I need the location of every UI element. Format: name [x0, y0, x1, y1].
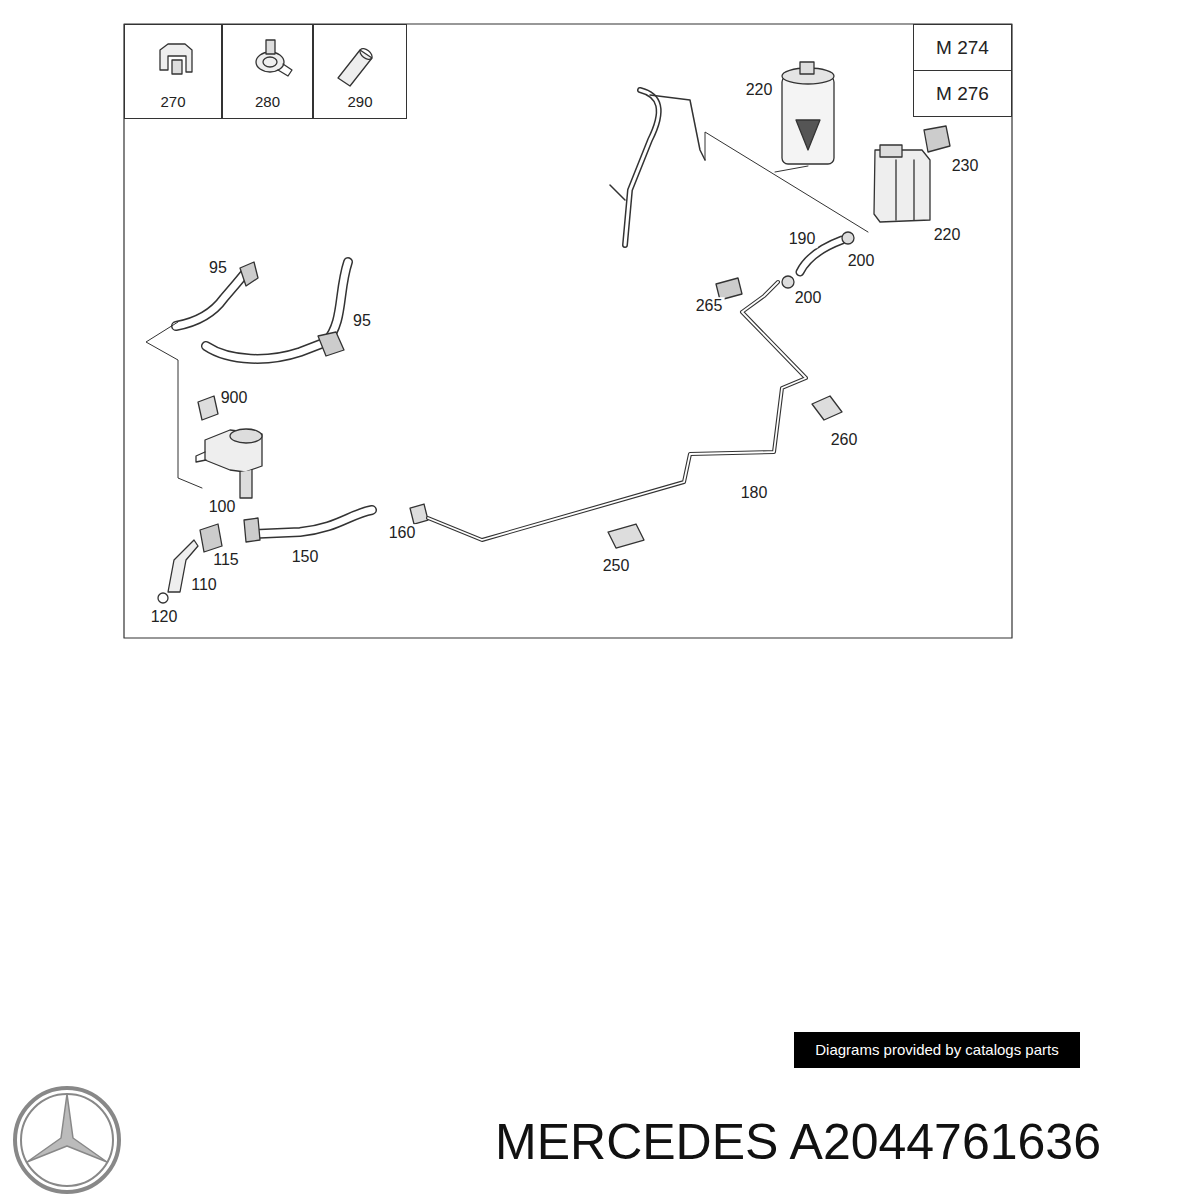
callout-number: 110	[189, 576, 219, 594]
table-cell: 270	[124, 24, 222, 119]
callout-number: 95	[351, 312, 373, 330]
clamp	[782, 276, 794, 288]
clip	[812, 396, 842, 420]
clamp	[842, 232, 854, 244]
canister	[782, 62, 834, 164]
hose	[176, 262, 348, 359]
bracket-line	[146, 322, 202, 488]
clamp	[410, 504, 428, 524]
cell-label: 290	[347, 93, 372, 110]
callout-number: 100	[207, 498, 238, 516]
hose	[244, 510, 372, 542]
fuel-line	[428, 282, 806, 540]
callout-number: 900	[219, 389, 250, 407]
plug	[198, 396, 218, 420]
part-number-title: MERCEDES A2044761636	[493, 1115, 1103, 1170]
frame	[124, 24, 1012, 638]
table-cell: M 274	[913, 24, 1012, 71]
connector-part	[924, 126, 950, 152]
table-cell: 290	[313, 24, 407, 119]
cell-label: M 276	[936, 83, 989, 105]
cell-label: 280	[255, 93, 280, 110]
callout-number: 250	[601, 557, 632, 575]
sleeve-icon	[338, 47, 374, 86]
callout-number: 260	[829, 431, 860, 449]
callout-number: 120	[149, 608, 180, 626]
canister	[874, 145, 930, 222]
harness	[625, 90, 659, 245]
callout-number: 95	[207, 259, 229, 277]
clamp-icon	[256, 40, 292, 76]
table-cell: M 276	[913, 70, 1012, 117]
callout-number: 115	[211, 551, 241, 569]
callout-number: 265	[694, 297, 725, 315]
callout-number: 220	[744, 81, 775, 99]
brand-logo	[15, 1088, 119, 1192]
valve	[196, 429, 262, 498]
clip	[608, 524, 644, 548]
cell-label: M 274	[936, 37, 989, 59]
callout-number: 200	[846, 252, 877, 270]
callout-number: 190	[787, 230, 818, 248]
callout-number: 230	[950, 157, 981, 175]
callout-number: 160	[387, 524, 418, 542]
leader-line	[705, 132, 868, 232]
watermark: Diagrams provided by catalogs parts	[794, 1032, 1080, 1068]
nut	[200, 524, 222, 552]
callout-number: 220	[932, 226, 963, 244]
clip-icon	[160, 44, 192, 74]
cell-label: 270	[160, 93, 185, 110]
callout-number: 180	[739, 484, 770, 502]
washer	[158, 593, 168, 603]
table-cell: 280	[222, 24, 313, 119]
callout-number: 150	[290, 548, 321, 566]
callout-number: 200	[793, 289, 824, 307]
